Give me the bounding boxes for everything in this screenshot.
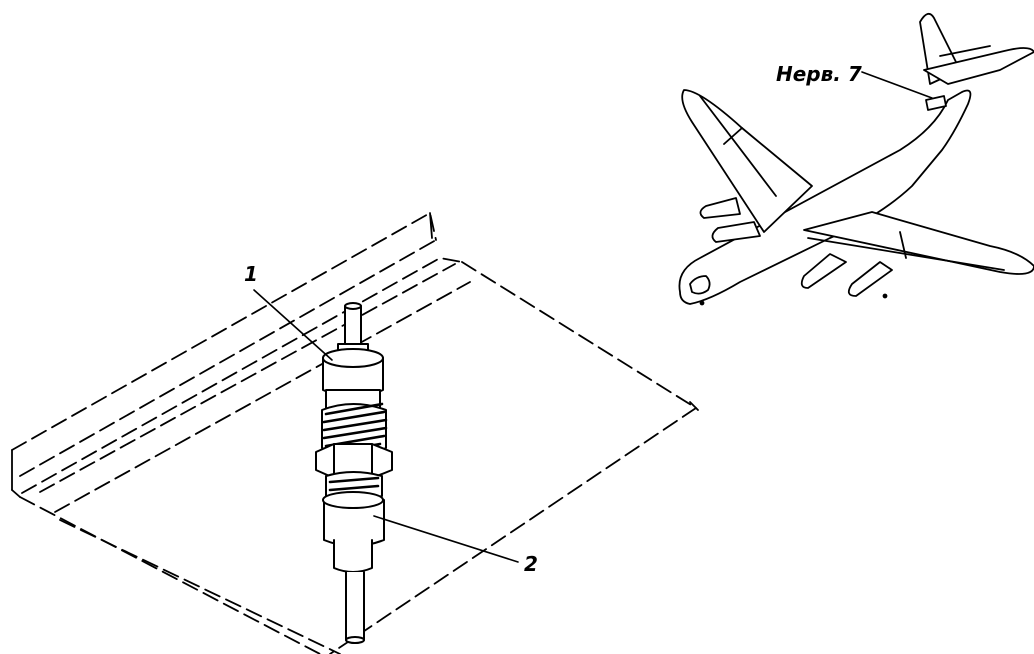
callout-frame-ref: Нерв. 7: [776, 62, 862, 86]
leader-line-frame-ref: [861, 71, 933, 99]
leader-line-part-1: [253, 289, 333, 361]
leader-line-part-2: [373, 515, 519, 563]
callout-part-2: 2: [524, 552, 538, 576]
mounting-plate: [11, 212, 699, 654]
sensor-assembly: [315, 302, 393, 644]
aircraft-illustration: [678, 12, 1034, 306]
leader-lines: [253, 71, 933, 563]
callout-part-1: 1: [244, 262, 258, 286]
